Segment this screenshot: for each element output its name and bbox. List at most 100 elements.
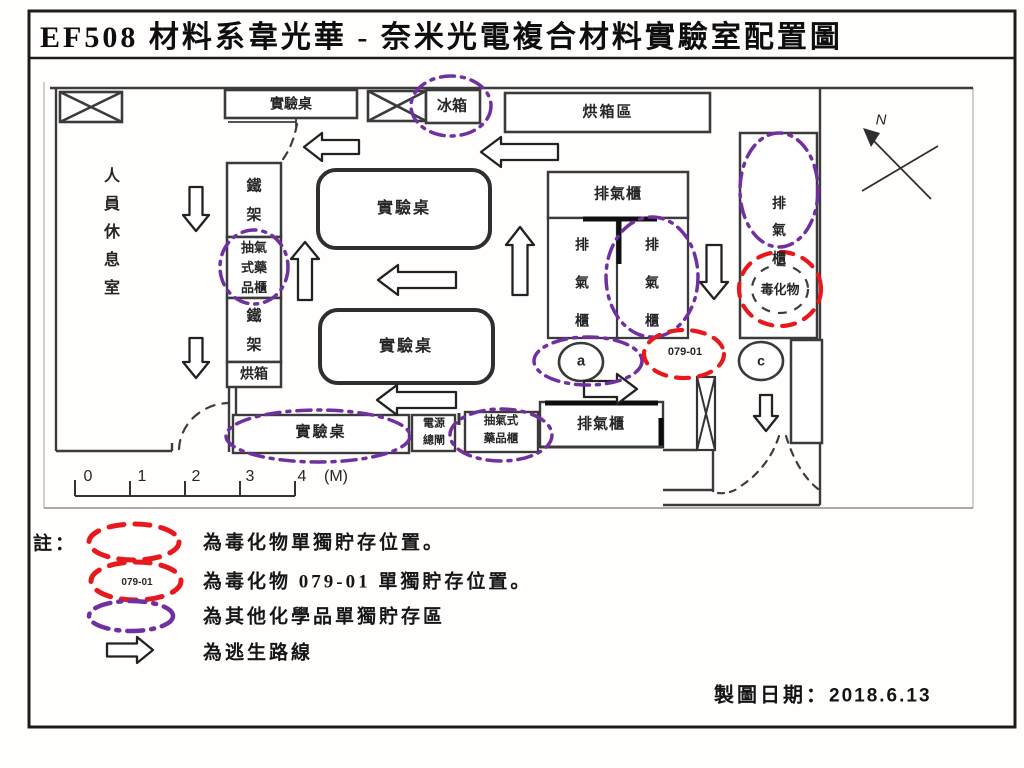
legend-item-toxic-079-01-text: 為毒化物 079-01 單獨貯存位置。 (203, 571, 533, 593)
oven-small-box (225, 360, 283, 389)
legend-escape-arrow-icon (105, 635, 155, 665)
toxic-storage-ellipses (641, 249, 824, 381)
footer-date: 製圖日期：2018.6.13 (714, 679, 932, 708)
storage-ellipse-fume-cabinet-column (218, 228, 290, 306)
crossed-box-north (366, 89, 428, 123)
arrow-left-under-oven-area (479, 135, 560, 169)
toxic-label: 毒化物 (760, 281, 800, 297)
scan-edges (43, 82, 974, 509)
chemical-storage-ellipses (218, 74, 820, 464)
fume-cabinet-bottom-box (463, 410, 540, 454)
fume-cabinet-bottom-label: 抽氣式藥品櫃 (483, 415, 519, 445)
arrow-left-lower-center (375, 383, 458, 417)
double-door-arc-stub (716, 487, 739, 495)
footer-date-value: 2018.6.13 (829, 685, 932, 707)
rest-room-label: 人員休息室 (103, 168, 121, 297)
outer-border (27, 9, 1017, 729)
fume-hood-tall-label: 排氣櫃 (771, 195, 786, 266)
footer-date-label: 製圖日期： (714, 684, 829, 707)
storage-ellipse-fume-cabinet-bottom (448, 407, 554, 463)
marker-circles (557, 340, 785, 383)
double-door-right-leaf (784, 434, 820, 491)
scale-tick-0: 0 (83, 468, 93, 485)
page-title: EF508 材料系韋光華 - 奈米光電複合材料實驗室配置圖 (40, 21, 843, 54)
scale-unit-label: (M) (324, 468, 348, 485)
central-benches (316, 168, 495, 385)
scale-tick-3: 3 (245, 468, 255, 485)
fume-hood-tall-box (738, 131, 819, 340)
right-wall-cabinet-box (789, 338, 824, 445)
right-side-fixtures (738, 131, 824, 445)
bench-bottom-label: 實驗桌 (295, 423, 347, 441)
arrow-down-to-exit (752, 393, 780, 433)
legend-079-01-label: 079-01 (121, 576, 153, 588)
storage-ellipse-marker-a (532, 335, 644, 387)
bench-top-box (223, 88, 359, 120)
door-swing-southwest (177, 401, 231, 451)
compass-north-label: N (875, 111, 887, 129)
scale-tick-1: 1 (137, 468, 147, 485)
bench-center2-label: 實驗桌 (378, 338, 434, 355)
legend-item-escape-text: 為逃生路線 (203, 642, 314, 664)
arrow-down-west-upper (181, 185, 211, 233)
marker-c-label: c (757, 352, 765, 369)
scale-tick-4: 4 (297, 468, 307, 485)
door-jamb-pillar (695, 375, 717, 452)
compass-north-line (865, 132, 932, 200)
iron-rack-2-label: 鐵架 (246, 307, 262, 354)
fume-cabinet-column-box (225, 235, 283, 300)
double-door-left-leaf (734, 434, 781, 491)
fume-cabinet-column-label: 抽氣式藥品櫃 (240, 239, 268, 296)
legend-item-toxic-text: 為毒化物單獨貯存位置。 (203, 532, 446, 554)
fume-hood-right-label: 排氣櫃 (644, 236, 659, 328)
legend-note-label: 註： (33, 533, 78, 555)
compass-north-arrowhead (863, 128, 880, 147)
toxic-079-01-ellipse (641, 327, 727, 381)
power-switch-label: 電源總閘 (423, 417, 445, 447)
bench-center2-box (318, 308, 495, 385)
arrow-left-under-top-bench (302, 131, 361, 163)
left-column-fixtures (225, 161, 283, 389)
fume-hood-top-label: 排氣櫃 (593, 185, 643, 203)
fume-hood-left-label: 排氣櫃 (574, 236, 589, 328)
oven-area-label: 烘箱區 (582, 103, 634, 121)
legend-chemical-ellipse-icon (86, 598, 176, 634)
toxic-storage-ellipse (736, 249, 824, 329)
arrow-down-by-fume-block (698, 243, 730, 301)
bench-center1-box (316, 168, 492, 250)
top-row-fixtures (58, 88, 712, 134)
fume-hood-bottom-label: 排氣櫃 (576, 415, 626, 433)
marker-a-label: a (576, 352, 586, 370)
oven-area-box (503, 91, 712, 134)
legend-symbols (86, 521, 184, 665)
scale-tick-2: 2 (191, 468, 201, 485)
fridge-box (424, 88, 482, 125)
scale-ruler (74, 480, 296, 497)
toxic-id-label: 079-01 (667, 346, 703, 359)
compass (861, 128, 939, 200)
arrow-down-west-lower (181, 336, 211, 380)
storage-ellipse-bench-bottom (224, 408, 412, 464)
oven-small-label: 烘箱 (240, 365, 268, 382)
doors (177, 122, 820, 495)
arrow-up-by-fume-cabinet (289, 240, 321, 302)
bench-center1-label: 實驗桌 (376, 200, 432, 217)
storage-ellipse-fridge (409, 74, 493, 138)
crossed-box-northwest (58, 90, 124, 124)
arrow-up-by-fume-block (504, 225, 536, 297)
storage-ellipse-fume-hood-tall (738, 131, 820, 249)
bench-top-label: 實驗桌 (270, 95, 312, 112)
iron-rack-1-label: 鐵架 (246, 177, 262, 224)
fridge-label: 冰箱 (436, 97, 468, 115)
arrow-right-by-marker-a (582, 372, 639, 406)
bottom-row-fixtures (231, 400, 665, 455)
marker-a-circle (557, 341, 605, 383)
toxic-inner-dashed-circle (750, 263, 810, 315)
power-switch-box (410, 413, 457, 453)
marker-c-circle (737, 340, 785, 382)
fume-hood-top-box (546, 170, 690, 220)
arrow-left-center (376, 263, 458, 297)
